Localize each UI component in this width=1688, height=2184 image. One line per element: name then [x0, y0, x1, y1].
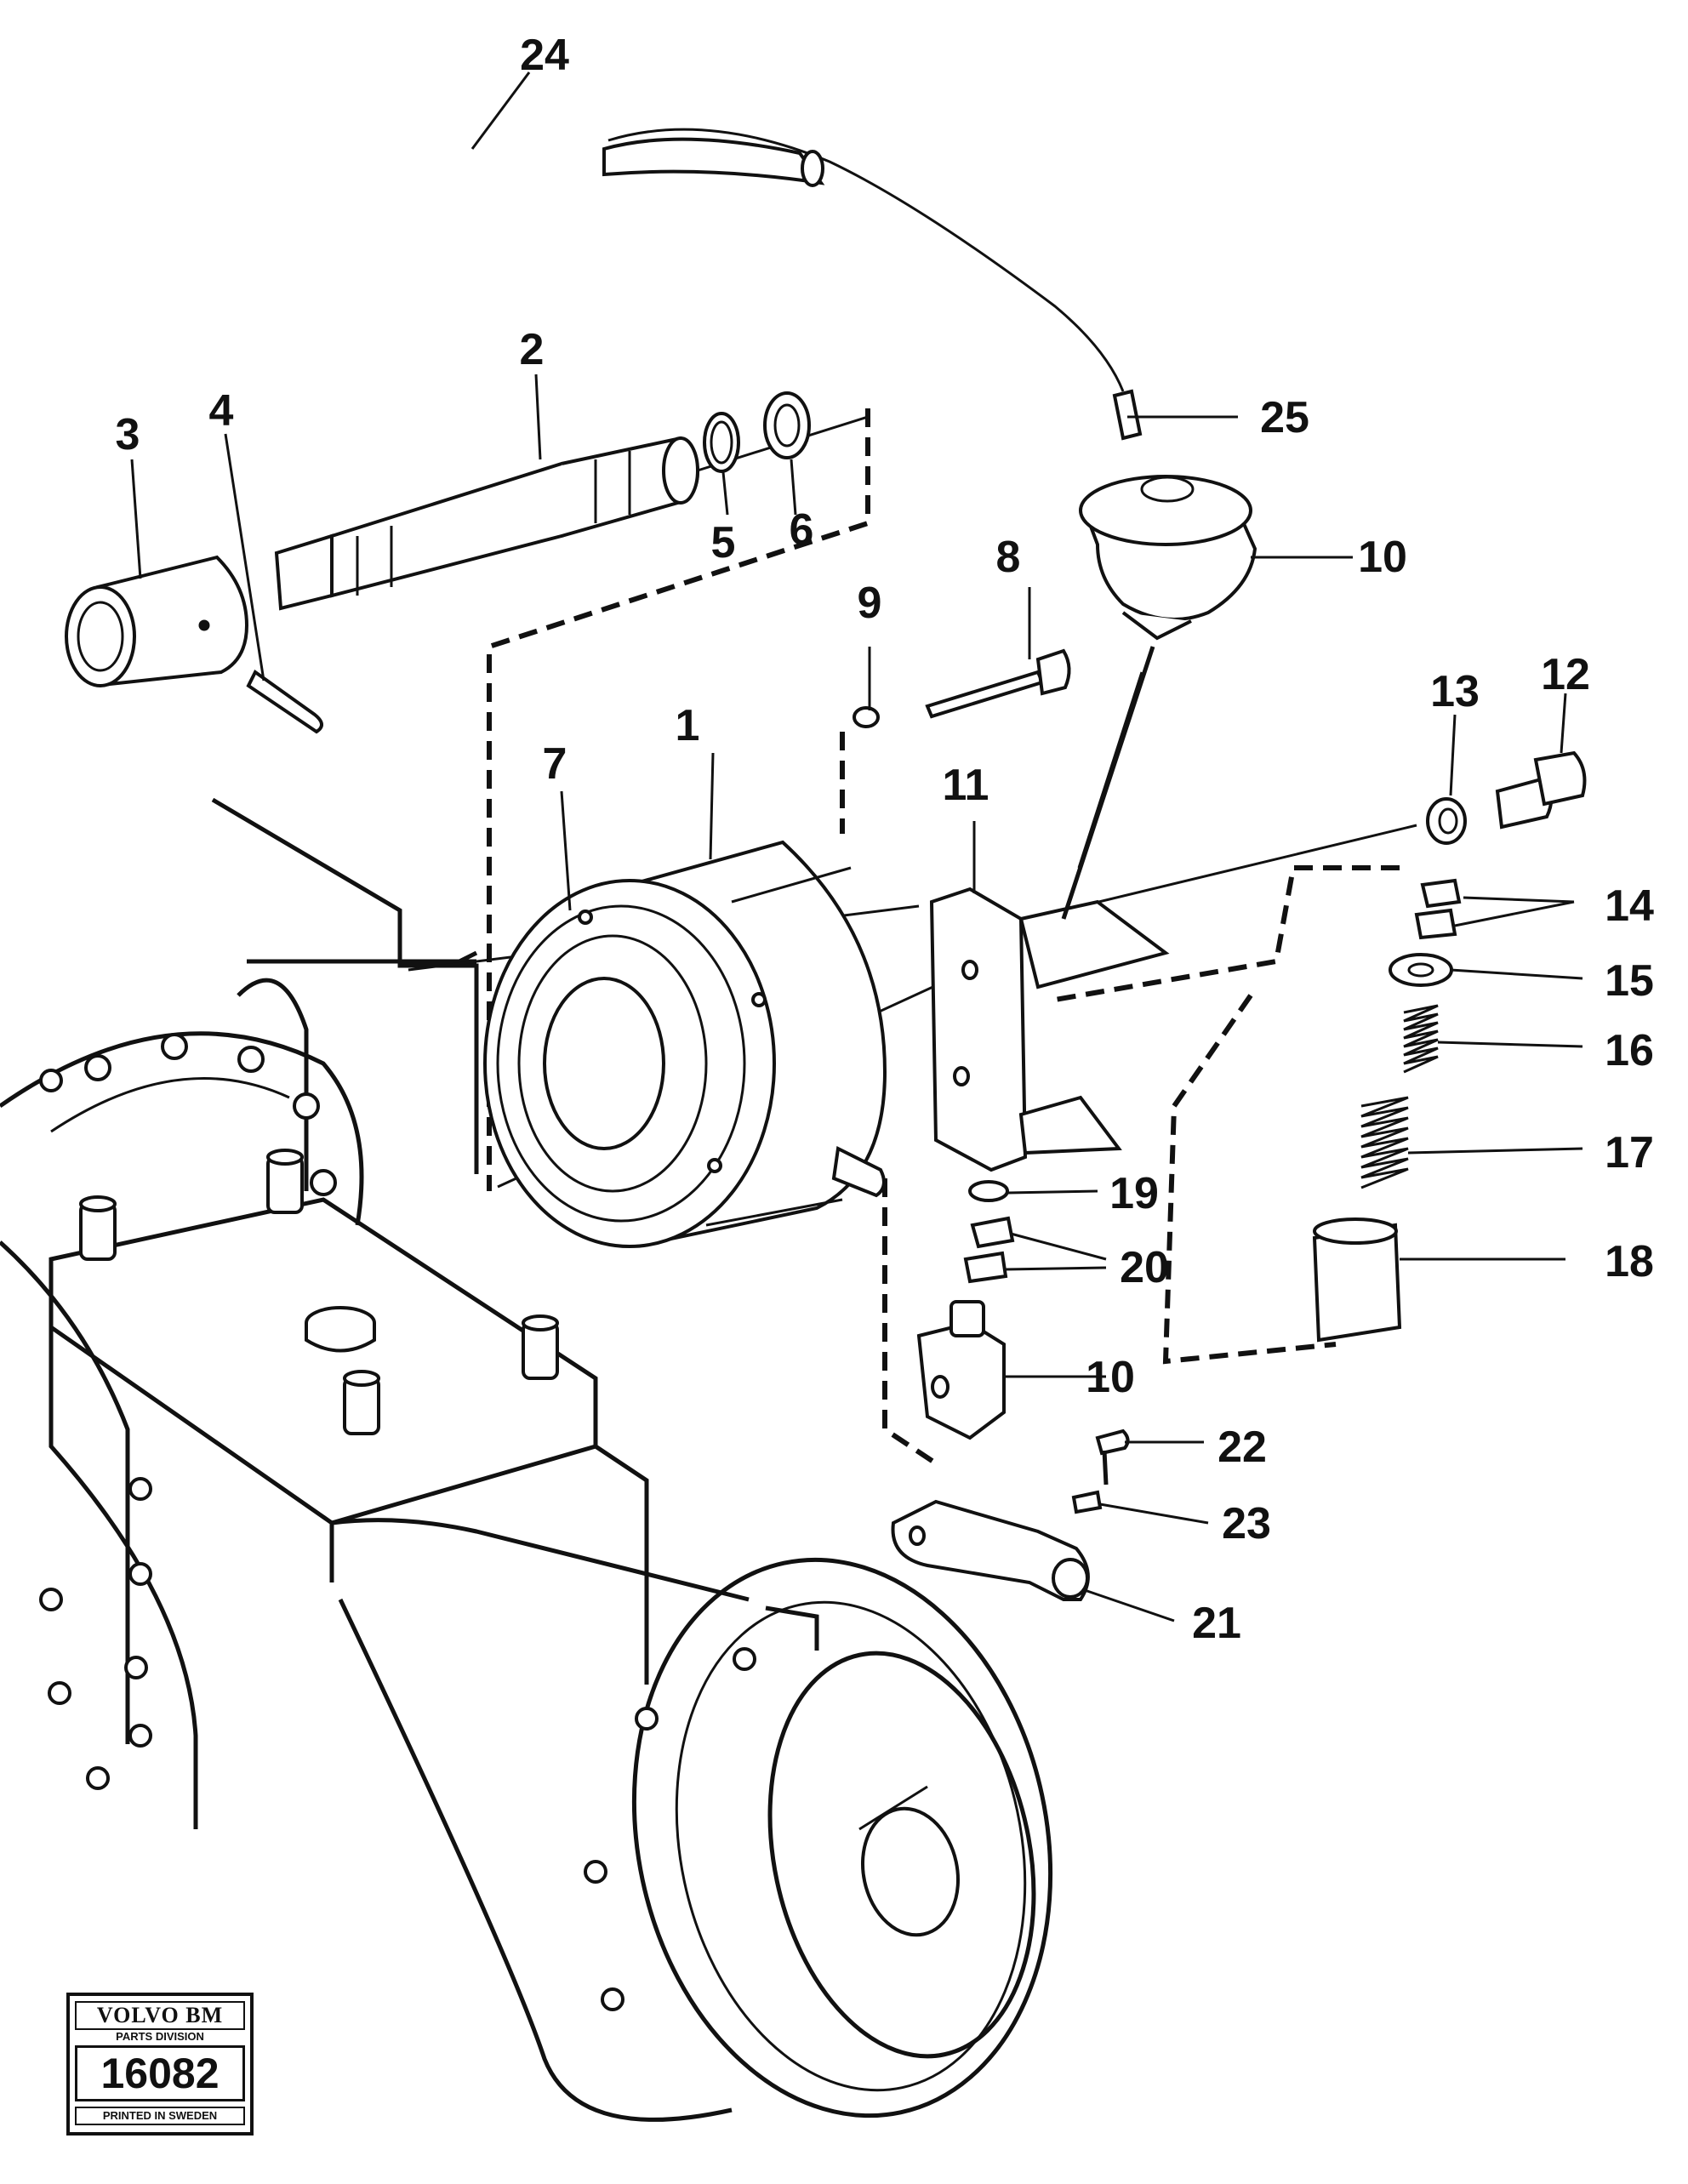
callout-12: 12: [1541, 650, 1590, 699]
callout-3: 3: [116, 410, 140, 459]
part-19-washer: [968, 1180, 1009, 1202]
part-11-bracket: [929, 887, 1170, 1172]
part-5-circlip: [703, 412, 740, 473]
callout-14: 14: [1605, 881, 1654, 931]
callout-21: 21: [1192, 1599, 1241, 1648]
part-6-washer: [763, 391, 811, 459]
logo-printed-in: PRINTED IN SWEDEN: [75, 2107, 245, 2125]
part-4-cotter-pin: [246, 670, 323, 734]
callout-23: 23: [1222, 1499, 1271, 1548]
logo-division: PARTS DIVISION: [116, 2030, 204, 2043]
part-14-nuts: [1414, 878, 1462, 940]
part-3-sleeve: [65, 555, 249, 687]
part-12-bolt: [1495, 750, 1587, 830]
part-8-bolt: [925, 648, 1071, 719]
callout-22: 22: [1218, 1423, 1267, 1472]
callout-24: 24: [520, 31, 569, 80]
callout-5: 5: [711, 518, 736, 567]
part-16-small-spring: [1403, 1004, 1439, 1074]
callout-11: 11: [943, 761, 989, 810]
callout-16: 16: [1605, 1026, 1654, 1075]
callout-10-bottom: 10: [1086, 1353, 1135, 1402]
callout-10-top: 10: [1358, 533, 1407, 582]
callout-1: 1: [676, 701, 700, 750]
motor-drum: [331, 1518, 1053, 2122]
part-13-washer: [1426, 797, 1467, 845]
leader-lines: [130, 71, 1583, 1622]
callout-13: 13: [1430, 667, 1480, 716]
callout-4: 4: [209, 386, 234, 436]
callout-6: 6: [790, 505, 814, 555]
part-21-lever: [891, 1499, 1090, 1601]
part-1-brake-housing: [483, 840, 887, 1248]
gearbox-housing: [0, 1149, 649, 1829]
callout-18: 18: [1605, 1237, 1654, 1286]
axle-housing: [0, 797, 479, 1226]
part-17-large-spring: [1360, 1096, 1409, 1189]
stud-2: [266, 1149, 304, 1214]
callout-labels: 1 2 3 4 5 6 7 8 9 10 10 11 12 13 14 15 1…: [116, 31, 1654, 1648]
part-22-screw: [1095, 1428, 1130, 1485]
callout-9: 9: [858, 579, 882, 628]
stud-4: [343, 1370, 380, 1435]
part-10-brake-chamber: [1061, 389, 1257, 920]
stud-1: [79, 1195, 117, 1261]
part-24-hose: [602, 128, 1125, 392]
part-18-spring-cup: [1312, 1217, 1402, 1343]
part-10-clevis: [916, 1300, 1006, 1440]
callout-15: 15: [1605, 956, 1654, 1006]
callout-19: 19: [1109, 1169, 1159, 1218]
part-23-nut: [1071, 1490, 1103, 1514]
callout-7: 7: [543, 739, 567, 789]
callout-20: 20: [1120, 1243, 1169, 1292]
stud-3: [522, 1314, 559, 1380]
logo-brand: VOLVO BM: [75, 2001, 245, 2030]
callout-17: 17: [1605, 1128, 1654, 1178]
volvo-bm-parts-logo: VOLVO BM PARTS DIVISION 16082 PRINTED IN…: [66, 1993, 254, 2136]
part-9-washer: [853, 706, 880, 728]
callout-25: 25: [1260, 393, 1309, 442]
part-20-nuts: [963, 1216, 1015, 1284]
callout-2: 2: [520, 325, 545, 374]
callout-8: 8: [996, 533, 1021, 582]
logo-drawing-number: 16082: [75, 2045, 245, 2101]
part-15-washer: [1389, 953, 1453, 987]
